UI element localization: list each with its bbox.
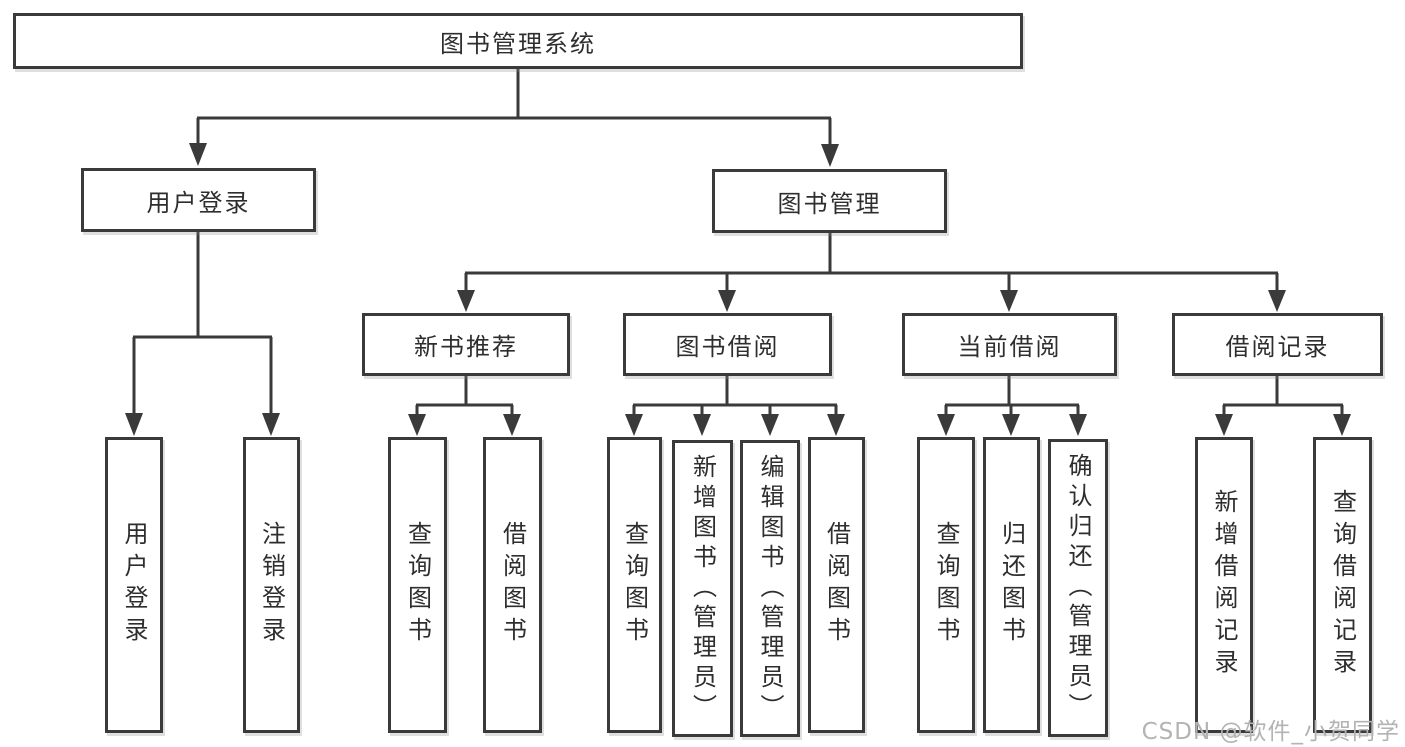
node-book-borrow: 图书借阅 <box>623 313 832 376</box>
connector-user-login-to-leaves <box>132 232 273 415</box>
node-current-borrow: 当前借阅 <box>902 313 1117 376</box>
connector-current-borrow-to-leaves <box>944 376 1080 416</box>
leaf-query-books-borrow: 查询图书 <box>607 437 662 733</box>
arrowhead <box>827 414 845 436</box>
arrowhead <box>1268 290 1286 312</box>
leaf-borrow-books: 借阅图书 <box>808 437 865 733</box>
leaf-return-book: 归还图书 <box>983 437 1040 733</box>
leaf-user-login: 用户登录 <box>105 437 163 733</box>
leaf-confirm-return-admin: 确认归还（管理员） <box>1048 439 1108 737</box>
arrowhead <box>262 413 280 436</box>
arrowhead <box>503 414 521 436</box>
leaf-query-books-recommend: 查询图书 <box>388 437 447 733</box>
node-user-login: 用户登录 <box>81 168 316 232</box>
connector-borrow-records-to-leaves <box>1222 376 1344 416</box>
leaf-edit-book-admin: 编辑图书（管理员） <box>740 440 800 737</box>
arrowhead <box>1215 414 1233 436</box>
arrowhead <box>125 413 143 436</box>
arrowhead <box>718 290 736 312</box>
arrowhead <box>937 414 955 436</box>
connector-new-book-recommend-to-leaves <box>415 376 514 416</box>
arrowhead <box>625 414 643 436</box>
leaf-query-borrow-record: 查询借阅记录 <box>1313 437 1372 733</box>
arrowhead <box>761 414 779 436</box>
node-book-management: 图书管理 <box>712 169 947 233</box>
leaf-add-book-admin: 新增图书（管理员） <box>672 440 733 737</box>
leaf-add-borrow-record: 新增借阅记录 <box>1195 437 1253 733</box>
arrowhead <box>1069 414 1087 436</box>
arrowhead <box>1002 414 1020 436</box>
arrowhead <box>457 290 475 312</box>
arrowhead <box>408 414 426 436</box>
node-borrow-records: 借阅记录 <box>1172 313 1383 376</box>
connector-book-borrow-to-leaves <box>632 376 838 416</box>
connector-book-management-to-level3 <box>464 233 1279 292</box>
leaf-logout: 注销登录 <box>243 437 300 733</box>
connector-root-to-level2 <box>196 69 832 146</box>
node-library-management-system: 图书管理系统 <box>13 13 1023 69</box>
leaf-borrow-books-recommend: 借阅图书 <box>483 437 542 733</box>
arrowhead <box>693 414 711 436</box>
leaf-query-books-current: 查询图书 <box>917 437 975 733</box>
csdn-watermark: CSDN @软件_小贺同学 <box>1141 719 1400 745</box>
arrowhead <box>189 143 207 166</box>
arrowhead <box>1000 290 1018 312</box>
arrowhead <box>1333 414 1351 436</box>
node-new-book-recommend: 新书推荐 <box>362 313 570 376</box>
arrowhead <box>821 144 839 167</box>
